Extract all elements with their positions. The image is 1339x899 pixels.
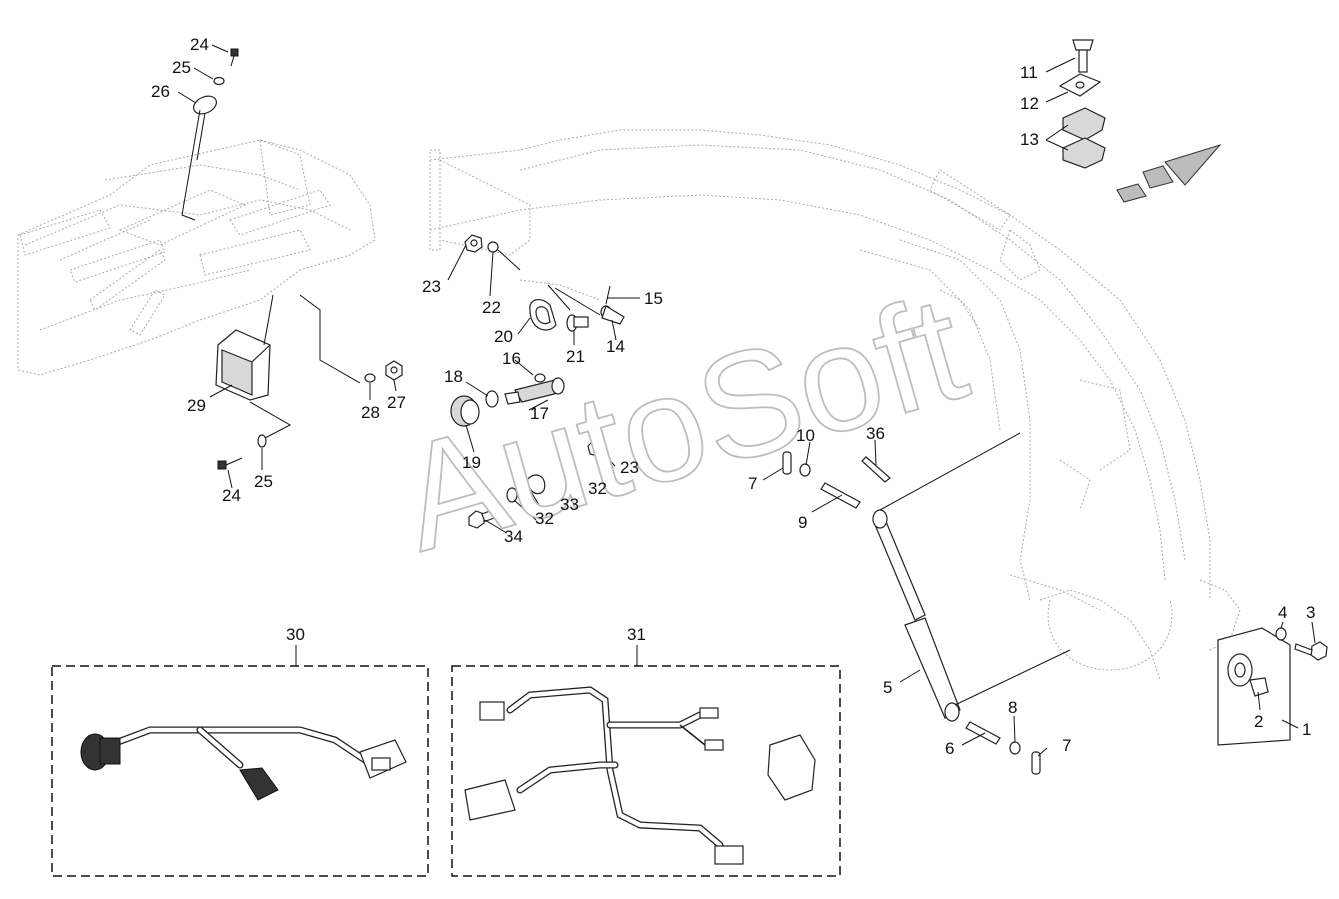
nut-23-mid	[587, 438, 606, 457]
bolt-3	[1294, 641, 1328, 661]
hub-2	[1227, 653, 1269, 697]
callout-18: 18	[444, 367, 463, 386]
callout-33: 33	[560, 495, 579, 514]
callout-1: 1	[1302, 720, 1311, 739]
bolt-24-top	[230, 48, 239, 67]
callout-10: 10	[796, 426, 815, 445]
washer-4	[1275, 627, 1287, 641]
switch-17	[504, 377, 565, 405]
washer-10	[799, 463, 811, 477]
gasket-26	[193, 95, 217, 115]
callout-36: 36	[866, 424, 885, 443]
washer-32-left	[506, 487, 518, 503]
callout-30: 30	[286, 625, 305, 644]
spring-33	[526, 474, 546, 495]
cylinder-5	[872, 509, 961, 722]
callout-17: 17	[530, 404, 549, 423]
callout-4: 4	[1278, 603, 1287, 622]
callout-16: 16	[502, 349, 521, 368]
clamp-13	[1062, 107, 1106, 169]
callout-25-top: 25	[172, 58, 191, 77]
callout-2: 2	[1254, 712, 1263, 731]
callout-23-top: 23	[422, 277, 441, 296]
callout-34: 34	[504, 527, 523, 546]
lamp-29	[215, 329, 271, 401]
callout-labels: 24 25 26 29 28 27 24 25 23 22 20 21 14 1…	[151, 35, 1315, 758]
callout-21: 21	[566, 347, 585, 366]
pin-6	[965, 721, 1001, 745]
pin-14	[600, 305, 625, 325]
callout-32-right: 32	[588, 479, 607, 498]
callout-15: 15	[644, 289, 663, 308]
pin-36	[861, 456, 891, 483]
washer-28	[364, 373, 376, 383]
cap-19	[450, 395, 480, 427]
pin-7-upper	[782, 451, 792, 475]
callout-7-upper: 7	[748, 474, 757, 493]
callout-22: 22	[482, 298, 501, 317]
washer-25-bottom	[257, 434, 267, 448]
bolt-21	[566, 314, 589, 332]
callout-19: 19	[462, 453, 481, 472]
washer-8	[1009, 741, 1021, 755]
clip-20	[529, 298, 557, 331]
nut-23-top	[464, 234, 483, 253]
callout-24-top: 24	[190, 35, 209, 54]
callout-6: 6	[945, 739, 954, 758]
leader-lines	[177, 44, 1316, 757]
pin-7-lower	[1031, 751, 1041, 775]
callout-9: 9	[798, 513, 807, 532]
callout-27: 27	[387, 393, 406, 412]
kit-box-30	[51, 645, 429, 877]
harness-30-graphic	[80, 726, 407, 801]
callout-3: 3	[1306, 603, 1315, 622]
callout-28: 28	[361, 403, 380, 422]
callout-31: 31	[627, 625, 646, 644]
washer-25-top	[213, 76, 225, 86]
callout-29: 29	[187, 396, 206, 415]
callout-11: 11	[1020, 63, 1038, 82]
bolt-24-bottom	[217, 457, 243, 470]
callout-23-mid: 23	[620, 458, 639, 477]
callout-26: 26	[151, 82, 170, 101]
callout-8: 8	[1008, 698, 1017, 717]
callout-14: 14	[606, 337, 625, 356]
callout-24-bottom: 24	[222, 486, 241, 505]
plate-12	[1058, 73, 1102, 97]
cotter-15	[605, 285, 640, 305]
washer-22	[487, 241, 499, 253]
callout-12: 12	[1020, 94, 1039, 113]
callout-32-left: 32	[535, 509, 554, 528]
boom-frame-ghost	[429, 129, 1241, 681]
nut-27	[385, 360, 403, 381]
callout-20: 20	[494, 327, 513, 346]
callout-25-bottom: 25	[254, 472, 273, 491]
bolt-34	[468, 509, 495, 529]
washer-16	[534, 373, 546, 383]
callout-5: 5	[883, 678, 892, 697]
bolt-11	[1072, 39, 1094, 73]
oring-18	[485, 390, 499, 408]
direction-arrow-icon	[1116, 144, 1222, 203]
callout-7-lower: 7	[1062, 736, 1071, 755]
left-frame-ghost	[17, 139, 376, 376]
kit-box-31	[451, 645, 841, 877]
callout-13: 13	[1020, 130, 1039, 149]
harness-31-graphic	[464, 686, 816, 865]
